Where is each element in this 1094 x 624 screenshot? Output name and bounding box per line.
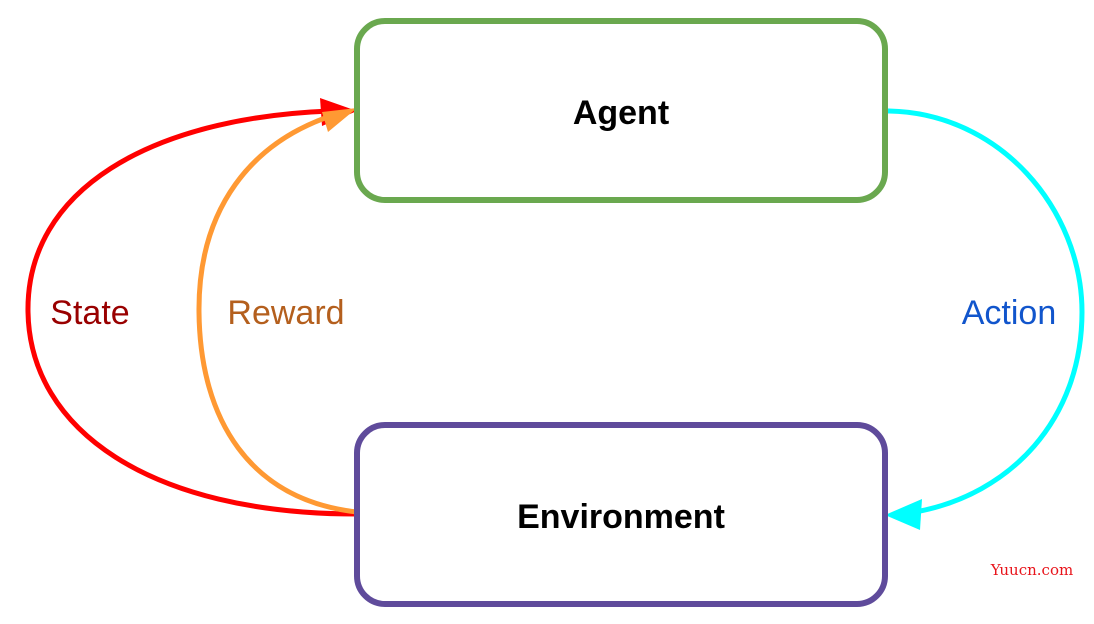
reward-arrowhead [322,108,357,132]
state-label: State [50,294,129,332]
agent-box [354,18,888,203]
reward-label: Reward [227,294,344,332]
environment-label: Environment [517,498,725,536]
reward-edge [196,110,358,515]
action-label: Action [962,294,1057,332]
environment-box [354,422,888,607]
state-edge [25,108,358,517]
agent-label: Agent [573,94,669,132]
watermark-text: Yuucn.com [990,561,1073,579]
agent-node: Agent [354,18,888,203]
action-arrowhead [885,499,922,530]
action-edge [884,108,1085,515]
environment-node: Environment [354,422,888,607]
